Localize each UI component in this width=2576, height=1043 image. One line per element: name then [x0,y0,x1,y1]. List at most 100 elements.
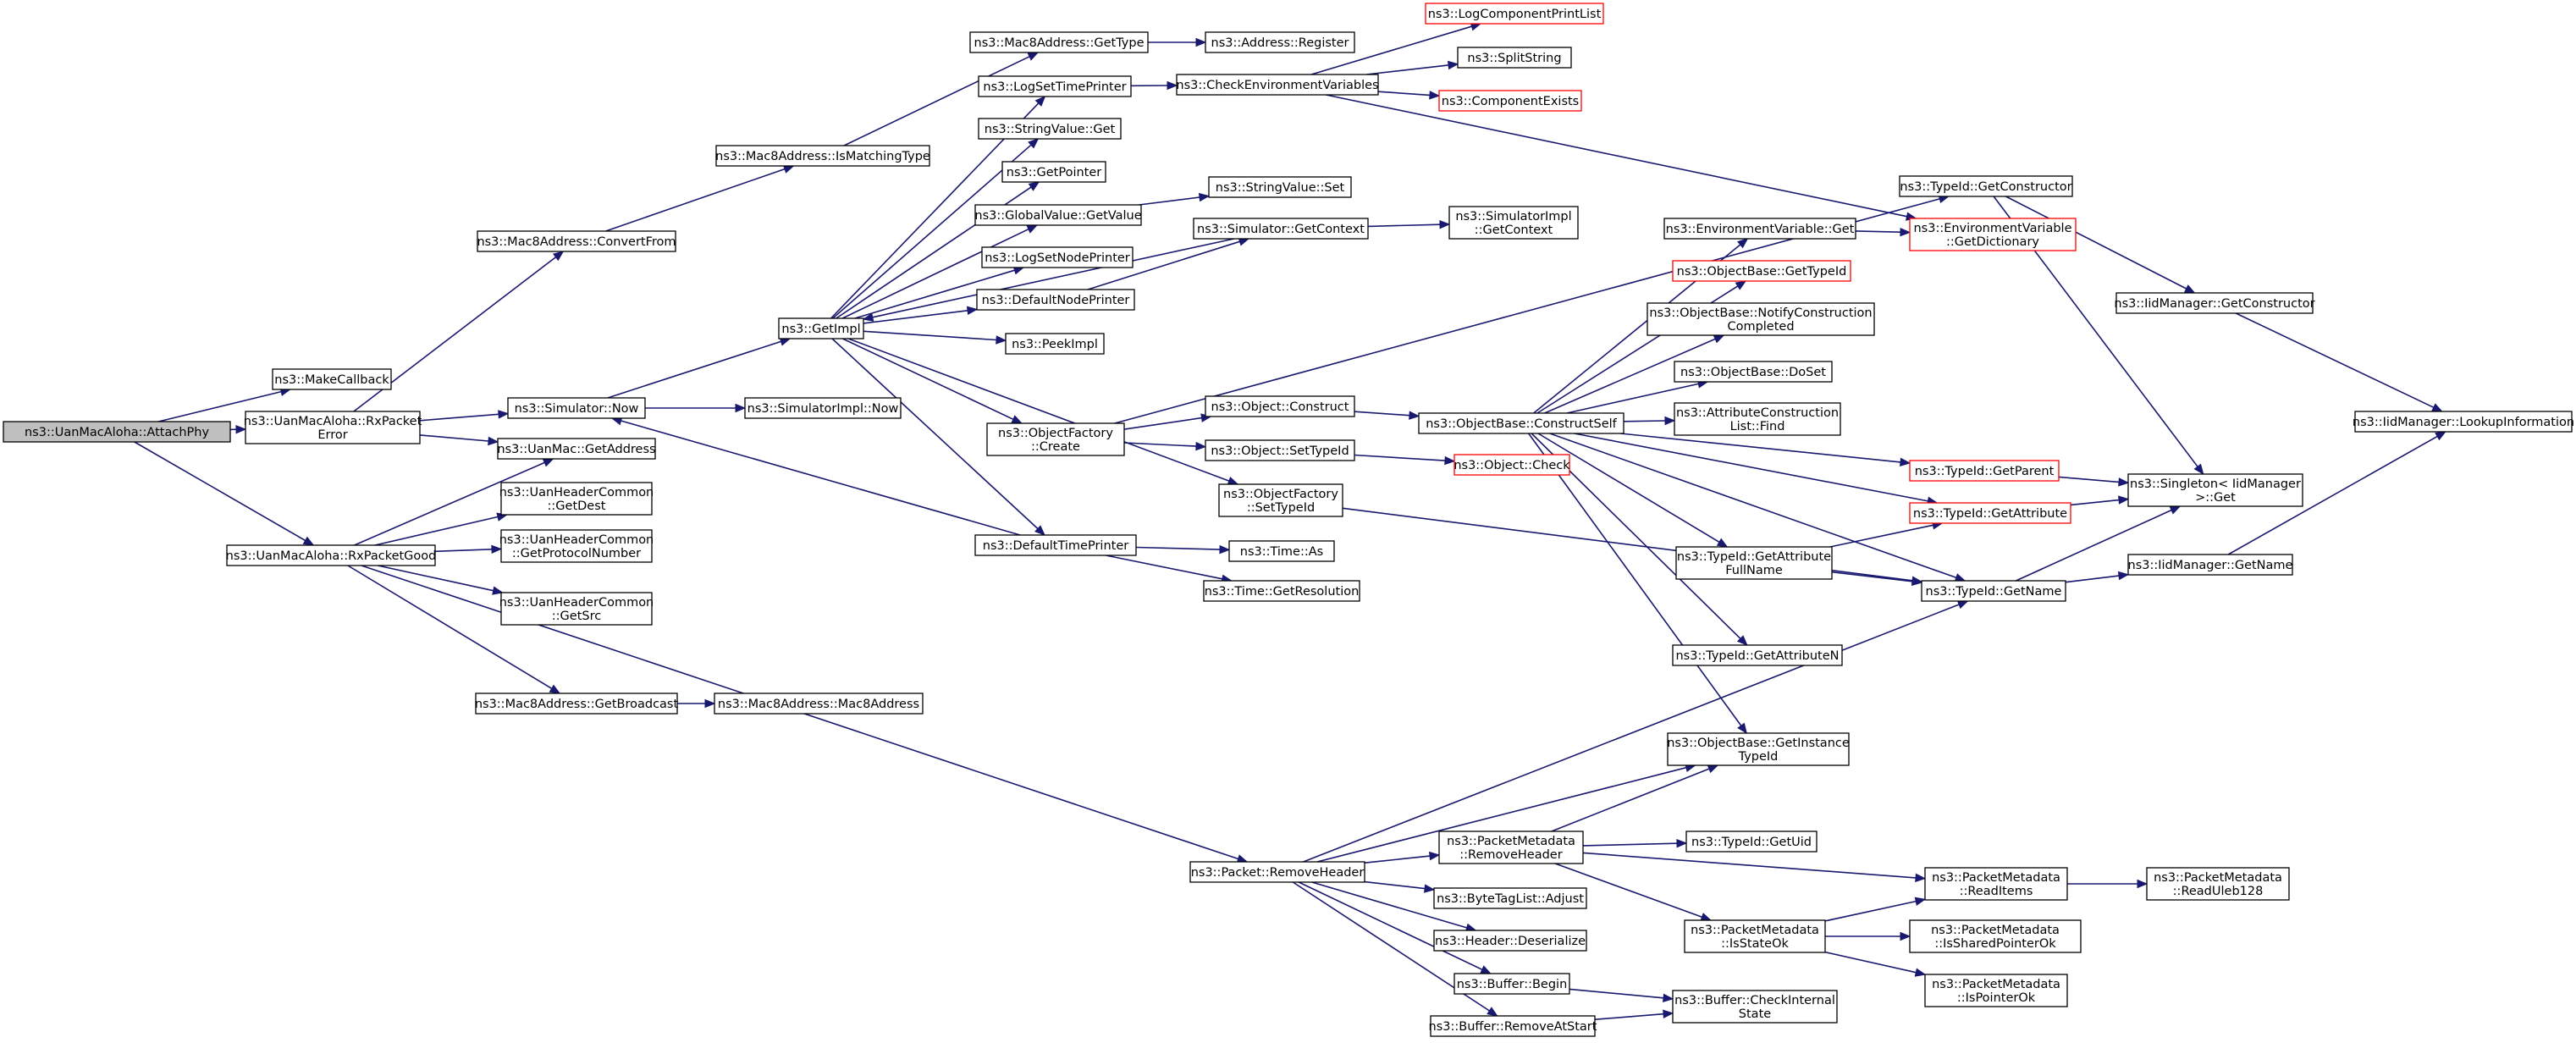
node-objectConstruct[interactable]: ns3::Object::Construct [1205,395,1355,417]
node-label: ns3::Packet::RemoveHeader [1191,866,1365,880]
node-box [497,438,656,460]
node-iidLookupInformation[interactable]: ns3::IidManager::LookupInformation [2353,411,2574,433]
node-label: ns3::ObjectBase::ConstructSelf [1426,417,1617,431]
node-box [1453,973,1570,995]
node-label: ns3::Mac8Address::Mac8Address [718,698,919,711]
node-label: ns3::LogComponentPrintList [1428,8,1602,21]
node-logSetTimePrinter[interactable]: ns3::LogSetTimePrinter [978,75,1132,97]
node-obGetTypeId[interactable]: ns3::ObjectBase::GetTypeId [1672,260,1851,282]
node-bufferBegin[interactable]: ns3::Buffer::Begin [1453,973,1570,995]
node-objectFactoryCreate[interactable]: ns3::ObjectFactory::Create [986,422,1125,456]
node-label: ::RemoveHeader [1459,848,1562,862]
node-box [1909,919,2082,953]
node-pmIsSharedPointerOk[interactable]: ns3::PacketMetadata::IsSharedPointerOk [1909,919,2082,953]
node-getPointer[interactable]: ns3::GetPointer [1001,161,1106,183]
edge-checkEnvVars-to-envVarGetDictionary [1326,94,1917,221]
edge-mac8GetType-to-addressRegister [1148,37,1207,47]
node-iidGetConstructor[interactable]: ns3::IidManager::GetConstructor [2114,292,2315,314]
node-getDest[interactable]: ns3::UanHeaderCommon::GetDest [499,482,654,516]
node-getProtocolNumber[interactable]: ns3::UanHeaderCommon::GetProtocolNumber [499,529,654,563]
node-timeGetResolution[interactable]: ns3::Time::GetResolution [1203,580,1360,602]
node-checkEnvVars[interactable]: ns3::CheckEnvironmentVariables [1176,74,1379,96]
node-splitString[interactable]: ns3::SplitString [1457,47,1572,69]
node-logComponentPrintList[interactable]: ns3::LogComponentPrintList [1425,3,1604,25]
edge-iidGetName-to-iidLookupInformation [2227,431,2446,555]
node-componentExists[interactable]: ns3::ComponentExists [1438,90,1582,112]
node-getImpl[interactable]: ns3::GetImpl [778,317,864,339]
node-iidGetName[interactable]: ns3::IidManager::GetName [2127,554,2293,576]
node-singletonGet[interactable]: ns3::Singleton< IidManager>::Get [2127,473,2303,507]
node-label: ns3::MakeCallback [274,373,389,387]
node-rxPacketGood[interactable]: ns3::UanMacAloha::RxPacketGood [226,544,437,566]
node-defaultTimePrinter[interactable]: ns3::DefaultTimePrinter [974,534,1137,556]
node-simImplNow[interactable]: ns3::SimulatorImpl::Now [744,397,902,419]
node-makeCallback[interactable]: ns3::MakeCallback [272,368,392,390]
node-typeIdGetAttribute[interactable]: ns3::TypeId::GetAttribute [1909,502,2071,524]
node-globalValueGetValue[interactable]: ns3::GlobalValue::GetValue [974,204,1142,226]
node-typeIdGetUid[interactable]: ns3::TypeId::GetUid [1685,831,1818,853]
node-defaultNodePrinter[interactable]: ns3::DefaultNodePrinter [976,289,1135,311]
node-objectCheck[interactable]: ns3::Object::Check [1453,454,1570,476]
node-box [1675,546,1833,580]
node-label: ns3::TypeId::GetConstructor [1900,180,2071,194]
node-label: ::IsStateOk [1721,937,1789,951]
node-pmIsPointerOk[interactable]: ns3::PacketMetadata::IsPointerOk [1924,974,2068,1007]
node-mac8Ctor[interactable]: ns3::Mac8Address::Mac8Address [714,693,924,715]
node-stringValueSet[interactable]: ns3::StringValue::Set [1208,176,1352,198]
node-mac8GetBroadcast[interactable]: ns3::Mac8Address::GetBroadcast [475,693,679,715]
node-objectSetTypeId[interactable]: ns3::Object::SetTypeId [1205,439,1355,461]
edge-globalValueGetValue-to-stringValueSet [1139,192,1211,206]
node-envVarGet[interactable]: ns3::EnvironmentVariable::Get [1663,218,1856,240]
node-objectFactorySetTypeId[interactable]: ns3::ObjectFactory::SetTypeId [1218,483,1343,517]
node-notifyConstructionCompleted[interactable]: ns3::ObjectBase::NotifyConstructionCompl… [1647,302,1875,336]
node-bufferRemoveAtStart[interactable]: ns3::Buffer::RemoveAtStart [1429,1015,1597,1037]
node-logSetNodePrinter[interactable]: ns3::LogSetNodePrinter [981,246,1134,268]
node-typeIdGetName[interactable]: ns3::TypeId::GetName [1921,580,2066,602]
node-root[interactable]: ns3::UanMacAloha::AttachPhy [3,421,231,443]
node-stringValueGet[interactable]: ns3::StringValue::Get [978,118,1122,140]
node-box [1005,333,1105,355]
edge-envVarGet-to-envVarGetDictionary [1855,227,1911,237]
node-peekImpl[interactable]: ns3::PeekImpl [1005,333,1105,355]
node-pmReadItems[interactable]: ns3::PacketMetadata::ReadItems [1924,867,2068,901]
node-typeIdGetParent[interactable]: ns3::TypeId::GetParent [1909,460,2060,482]
edge-simGetContext-to-simImplGetContext [1367,219,1451,229]
node-mac8GetType[interactable]: ns3::Mac8Address::GetType [969,31,1149,53]
node-box [1448,206,1579,240]
node-box [714,693,924,715]
edge-pmReadItems-to-pmReadUleb128 [2067,879,2149,889]
node-pmIsStateOk[interactable]: ns3::PacketMetadata::IsStateOk [1684,919,1826,953]
node-label: TypeId [1738,750,1779,764]
node-simNow[interactable]: ns3::Simulator::Now [507,397,646,419]
node-typeIdGetConstructor[interactable]: ns3::TypeId::GetConstructor [1899,175,2073,197]
node-label: ns3::GetImpl [781,323,860,336]
node-pmReadUleb128[interactable]: ns3::PacketMetadata::ReadUleb128 [2146,867,2290,901]
node-box [500,529,653,563]
node-label: ns3::TypeId::GetName [1926,585,2062,599]
node-addressRegister[interactable]: ns3::Address::Register [1205,31,1355,53]
node-packetRemoveHeader[interactable]: ns3::Packet::RemoveHeader [1189,861,1365,883]
node-label: ns3::StringValue::Get [985,123,1116,136]
node-typeIdGetAttributeN[interactable]: ns3::TypeId::GetAttributeN [1672,644,1843,666]
node-label: ns3::DefaultNodePrinter [982,294,1130,307]
node-mac8ConvertFrom[interactable]: ns3::Mac8Address::ConvertFrom [477,230,676,252]
node-envVarGetDictionary[interactable]: ns3::EnvironmentVariable::GetDictionary [1909,218,2077,251]
node-simGetContext[interactable]: ns3::Simulator::GetContext [1193,218,1369,240]
node-uanMacGetAddress[interactable]: ns3::UanMac::GetAddress [497,438,656,460]
node-mac8IsMatchingType[interactable]: ns3::Mac8Address::IsMatchingType [715,145,930,167]
node-obDoSet[interactable]: ns3::ObjectBase::DoSet [1674,361,1833,383]
node-simImplGetContext[interactable]: ns3::SimulatorImpl::GetContext [1448,206,1579,240]
node-constructSelf[interactable]: ns3::ObjectBase::ConstructSelf [1418,412,1624,434]
node-timeAs[interactable]: ns3::Time::As [1228,540,1335,562]
node-headerDeserialize[interactable]: ns3::Header::Deserialize [1433,930,1587,952]
node-label: ns3::Header::Deserialize [1435,935,1586,948]
node-byteTagListAdjust[interactable]: ns3::ByteTagList::Adjust [1433,887,1587,909]
node-pmRemoveHeader[interactable]: ns3::PacketMetadata::RemoveHeader [1438,831,1584,864]
edge-pmIsStateOk-to-pmIsSharedPointerOk [1825,931,1911,941]
node-getSrc[interactable]: ns3::UanHeaderCommon::GetSrc [499,592,654,626]
